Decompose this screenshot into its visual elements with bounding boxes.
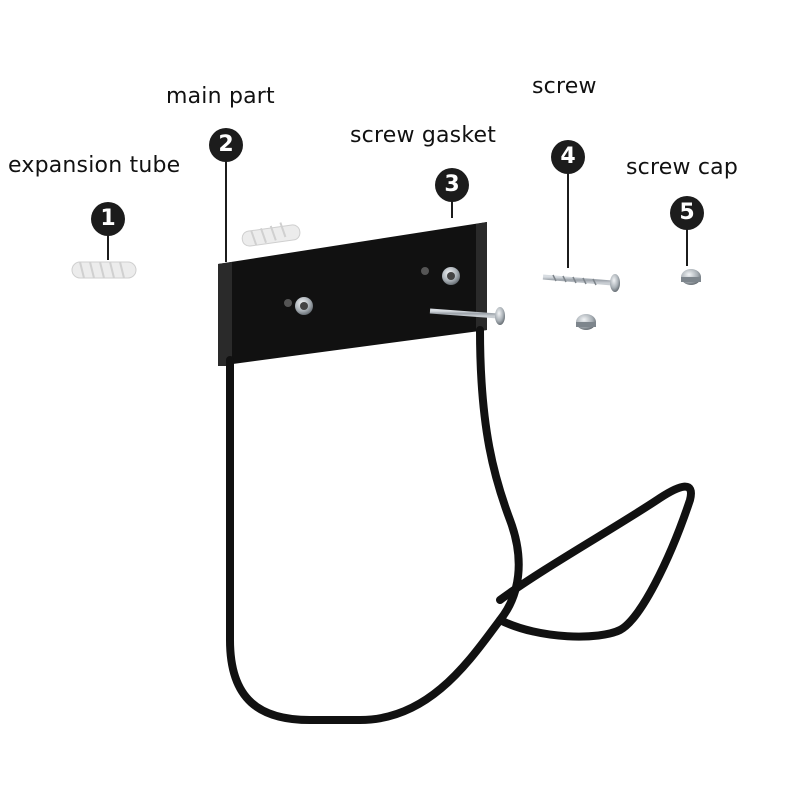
part-label-screw: screw [532, 74, 597, 99]
part-badge-4: 4 [551, 140, 585, 174]
part-label-screw-gasket: screw gasket [350, 123, 497, 148]
part-badge-5: 5 [670, 196, 704, 230]
expansion-tube-2 [241, 222, 301, 247]
leader-line-2 [225, 160, 227, 262]
part-badge-1: 1 [91, 202, 125, 236]
part-label-screw-cap: screw cap [626, 155, 738, 180]
screw-cap-1 [576, 314, 596, 330]
screw-cap-2 [681, 269, 701, 285]
part-label-main-part: main part [166, 84, 275, 109]
bracket-plate [218, 222, 487, 366]
part-label-expansion-tube: expansion tube [8, 153, 181, 178]
hanger-rod [226, 326, 695, 724]
plate-hole-right [421, 267, 460, 285]
expansion-tube-1 [71, 261, 137, 279]
screw-loose [542, 274, 620, 292]
part-badge-3: 3 [435, 168, 469, 202]
leader-line-4 [567, 172, 569, 268]
leader-line-1 [107, 232, 109, 260]
leader-line-3 [451, 200, 453, 218]
leader-line-5 [686, 228, 688, 266]
screw-mounted [429, 307, 505, 325]
part-badge-2: 2 [209, 128, 243, 162]
plate-hole-left [284, 297, 313, 315]
